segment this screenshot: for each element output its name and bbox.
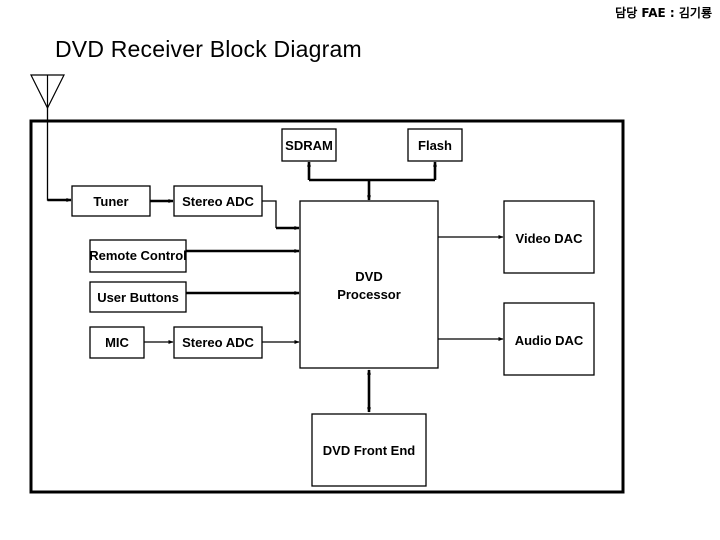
mic-label: MIC: [105, 335, 129, 350]
dvd-processor-label-line2: Processor: [337, 287, 401, 302]
header-note: 담당 FAE : 김기룡: [615, 6, 712, 20]
user-buttons-label: User Buttons: [97, 290, 179, 305]
dvd-processor-block: DVD Processor: [299, 200, 439, 369]
sdram-label: SDRAM: [285, 138, 333, 153]
audio-dac-label: Audio DAC: [515, 333, 584, 348]
stereo-adc-bottom-block: Stereo ADC: [173, 326, 263, 359]
dvd-front-end-block: DVD Front End: [311, 413, 427, 487]
dvd-processor-label-line1: DVD: [355, 269, 382, 284]
page-title: DVD Receiver Block Diagram: [55, 36, 362, 62]
tuner-label: Tuner: [93, 194, 128, 209]
user-buttons-block: User Buttons: [89, 281, 187, 313]
stereo-adc-top-block: Stereo ADC: [173, 185, 263, 217]
remote-control-label: Remote Control: [89, 248, 187, 263]
system-boundary-frame: [29, 119, 625, 494]
flash-label: Flash: [418, 138, 452, 153]
tuner-block: Tuner: [71, 185, 151, 217]
adc-top-to-processor-line: [262, 200, 277, 228]
stereo-adc-bottom-label: Stereo ADC: [182, 335, 254, 350]
stereo-adc-top-label: Stereo ADC: [182, 194, 254, 209]
sdram-block: SDRAM: [281, 128, 337, 162]
audio-dac-block: Audio DAC: [503, 302, 595, 376]
dvd-front-end-label: DVD Front End: [323, 443, 415, 458]
remote-control-block: Remote Control: [89, 239, 187, 273]
video-dac-block: Video DAC: [503, 200, 595, 274]
flash-block: Flash: [407, 128, 463, 162]
video-dac-label: Video DAC: [516, 231, 584, 246]
mic-block: MIC: [89, 326, 145, 359]
antenna-icon: [30, 74, 65, 110]
